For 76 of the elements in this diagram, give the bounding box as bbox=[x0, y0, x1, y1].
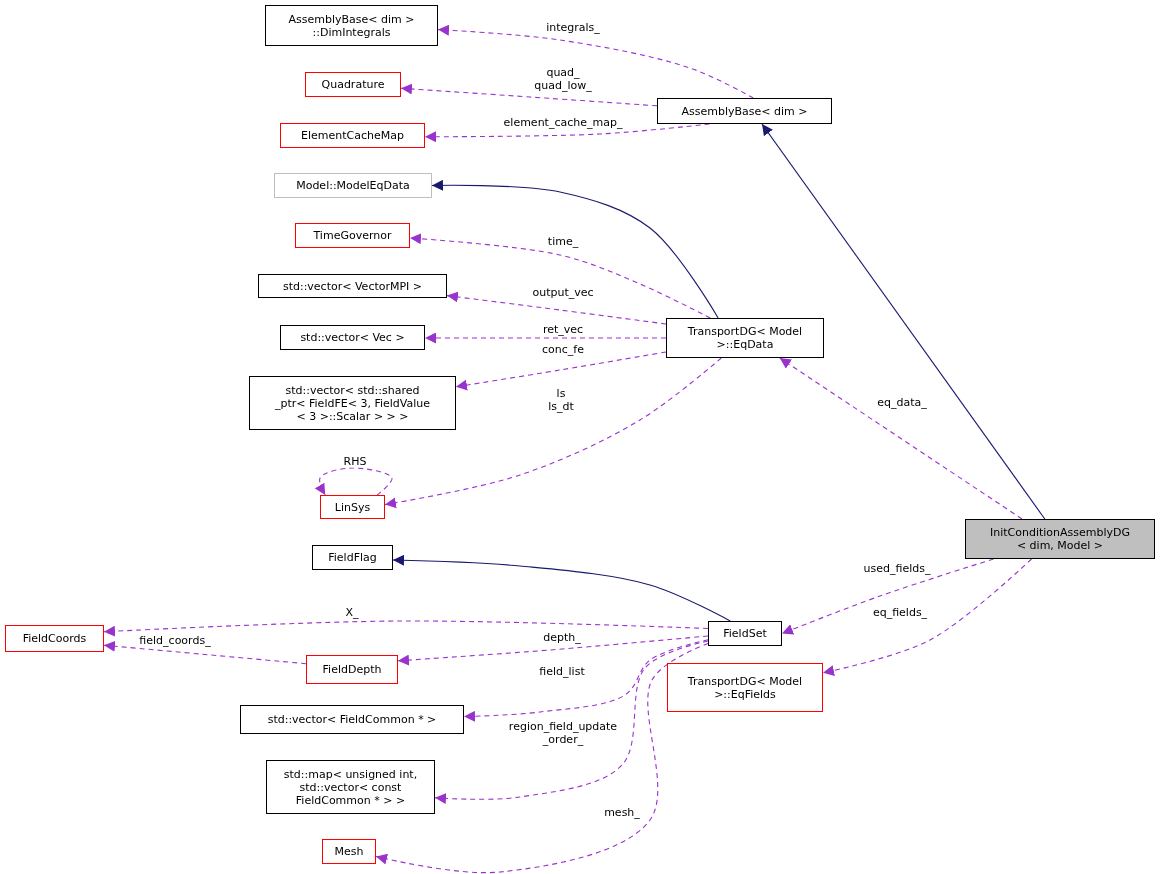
edge-label: conc_fe bbox=[541, 342, 585, 356]
class-box bbox=[258, 274, 447, 298]
class-box bbox=[708, 621, 782, 646]
class-box bbox=[305, 72, 401, 97]
arrow bbox=[409, 233, 711, 319]
class-box bbox=[666, 318, 824, 358]
arrow bbox=[103, 620, 709, 637]
edge-label: field_list bbox=[538, 664, 586, 678]
edge-label: X_ bbox=[344, 605, 360, 619]
arrow bbox=[781, 558, 995, 635]
class-name: std::vector< VectorMPI > bbox=[282, 279, 423, 293]
edge-label: mesh_ bbox=[603, 805, 641, 819]
arrow bbox=[392, 554, 731, 622]
edge-label: element_cache_map_ bbox=[502, 115, 624, 129]
class-name: TransportDG< Model >::EqFields bbox=[686, 674, 804, 701]
class-name: std::vector< Vec > bbox=[300, 331, 405, 344]
edge-label: ret_vec bbox=[541, 322, 585, 336]
edge-label: RHS bbox=[342, 454, 368, 468]
class-name: FieldDepth bbox=[322, 663, 382, 676]
class-box bbox=[306, 655, 398, 684]
class-name: AssemblyBase< dim > bbox=[681, 104, 808, 118]
class-box bbox=[240, 705, 464, 734]
class-box bbox=[320, 495, 385, 519]
class-box bbox=[312, 545, 393, 570]
class-box bbox=[295, 223, 410, 248]
class-box bbox=[280, 123, 425, 148]
class-box bbox=[249, 376, 456, 430]
arrow bbox=[434, 640, 709, 804]
class-name: std::vector< std::shared _ptr< FieldFE< 3, FieldValue < 3 >::Scalar > > > bbox=[274, 383, 431, 423]
arrow bbox=[384, 357, 722, 509]
class-name: FieldFlag bbox=[328, 551, 377, 564]
arrow bbox=[446, 291, 667, 325]
class-name: InitConditionAssemblyDG < dim, Model > bbox=[988, 526, 1132, 552]
class-box bbox=[265, 5, 438, 46]
class-name: std::map< unsigned int, std::vector< const FieldCommon * > > bbox=[282, 767, 419, 807]
edge-label: eq_fields_ bbox=[871, 605, 929, 619]
edge-label: time_ bbox=[546, 234, 580, 248]
arrow bbox=[437, 24, 754, 99]
edge-label: used_fields_ bbox=[862, 561, 932, 575]
class-box bbox=[5, 625, 104, 652]
arrow bbox=[779, 357, 1023, 520]
class-name: LinSys bbox=[334, 500, 371, 514]
class-name: Quadrature bbox=[321, 78, 385, 91]
class-name: Mesh bbox=[334, 845, 364, 858]
class-name: TransportDG< Model >::EqData bbox=[686, 325, 804, 351]
class-box bbox=[280, 325, 425, 350]
arrow bbox=[314, 467, 393, 496]
arrow bbox=[463, 639, 709, 722]
class-name: FieldCoords bbox=[22, 632, 87, 645]
class-box bbox=[667, 663, 823, 712]
class-box bbox=[322, 839, 376, 864]
arrow bbox=[400, 83, 658, 107]
class-name: ElementCacheMap bbox=[301, 129, 404, 142]
class-box bbox=[266, 760, 435, 814]
arrow bbox=[397, 635, 709, 666]
class-name: std::vector< FieldCommon * > bbox=[267, 713, 437, 726]
class-name: Model::ModelEqData bbox=[296, 179, 410, 192]
edge-label: depth_ bbox=[542, 630, 582, 644]
arrow bbox=[455, 351, 667, 391]
class-box bbox=[274, 173, 432, 198]
edge-label: eq_data_ bbox=[876, 395, 928, 409]
class-box bbox=[965, 519, 1155, 559]
class-name: AssemblyBase< dim > ::DimIntegrals bbox=[287, 12, 416, 39]
arrow bbox=[431, 179, 719, 319]
arrow bbox=[424, 332, 667, 344]
edge-label: output_vec bbox=[531, 285, 595, 299]
arrow bbox=[822, 558, 1033, 676]
edge-label: ls ls_dt bbox=[547, 387, 575, 413]
class-box bbox=[657, 98, 832, 124]
edge-label: integrals_ bbox=[545, 20, 601, 34]
class-name: FieldSet bbox=[723, 627, 767, 640]
arrow bbox=[761, 123, 1046, 520]
edge-label: field_coords_ bbox=[138, 633, 212, 647]
class-name: TimeGovernor bbox=[313, 229, 392, 242]
arrow bbox=[375, 642, 709, 874]
arrow bbox=[103, 640, 307, 665]
